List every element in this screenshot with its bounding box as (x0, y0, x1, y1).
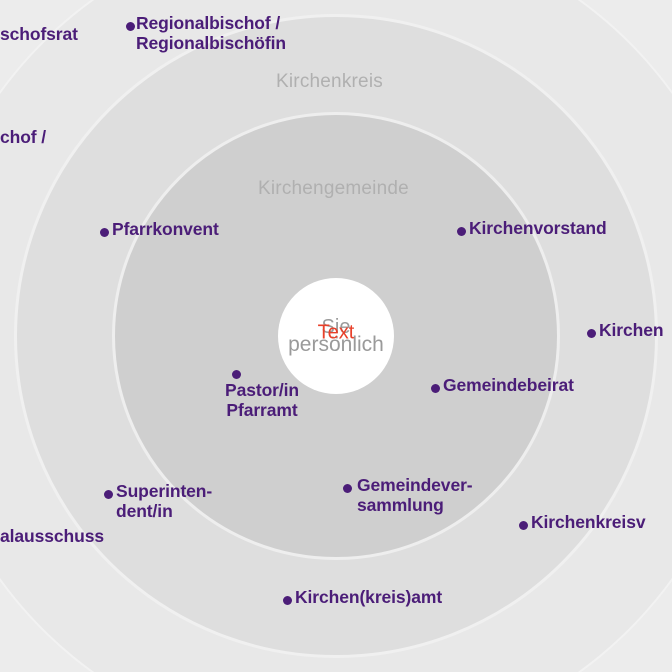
node-label-kirchenkreisv[interactable]: Kirchenkreisv (531, 512, 646, 532)
center-overlay-text: Text (317, 321, 355, 344)
node-label-kirchenvorstand[interactable]: Kirchenvorstand (469, 218, 607, 238)
center-label: Sie persönlich (288, 317, 384, 355)
node-bullet-icon (343, 484, 352, 493)
ring-caption-kirchenkreis: Kirchenkreis (276, 71, 383, 92)
node-bullet-icon (104, 490, 113, 499)
node-label-schofsrat[interactable]: schofsrat (0, 24, 78, 44)
node-bullet-icon (457, 227, 466, 236)
node-label-pfarrkonvent[interactable]: Pfarrkonvent (112, 219, 219, 239)
node-label-regionalbischof-/-regionalbischöfin[interactable]: Regionalbischof / Regionalbischöfin (136, 13, 286, 53)
node-bullet-icon (126, 22, 135, 31)
node-label-gemeindebeirat[interactable]: Gemeindebeirat (443, 375, 574, 395)
node-label-alausschuss[interactable]: alausschuss (0, 526, 104, 546)
node-bullet-icon (283, 596, 292, 605)
node-bullet-icon (232, 370, 241, 379)
node-bullet-icon (519, 521, 528, 530)
node-label-kirchen(kreis)amt[interactable]: Kirchen(kreis)amt (295, 587, 443, 607)
node-label-chof-/[interactable]: chof / (0, 127, 47, 147)
center-label-line2: persönlich (288, 333, 384, 356)
node-bullet-icon (587, 329, 596, 338)
node-label-kirchen[interactable]: Kirchen (599, 320, 664, 340)
node-label-superinten--dent/in[interactable]: Superinten- dent/in (116, 481, 213, 521)
ring-core-person (278, 278, 394, 394)
node-label-gemeindever--sammlung[interactable]: Gemeindever- sammlung (357, 475, 473, 515)
node-bullet-icon (431, 384, 440, 393)
center-label-line1: Sie (321, 316, 351, 338)
ring-caption-kirchengemeinde: Kirchengemeinde (258, 178, 409, 199)
node-bullet-icon (100, 228, 109, 237)
node-label-pastor/in-pfarramt[interactable]: Pastor/in Pfarramt (225, 380, 299, 420)
